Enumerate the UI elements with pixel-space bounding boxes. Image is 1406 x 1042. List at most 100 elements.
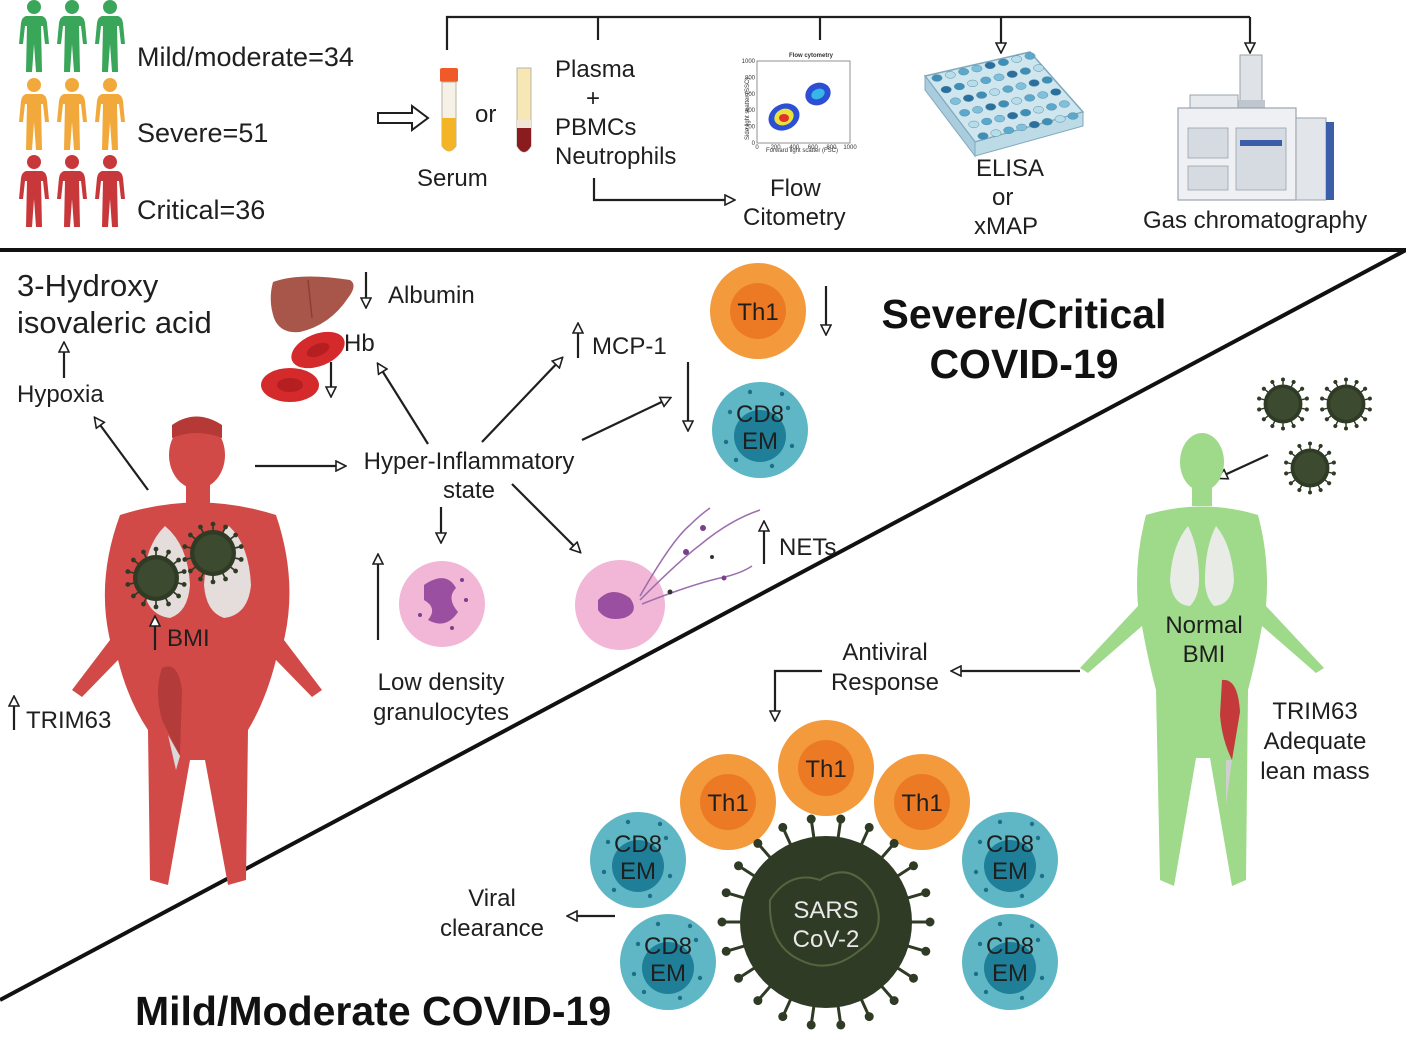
antiviral-label-line1: Antiviral bbox=[842, 639, 927, 666]
severe-title-line2: COVID-19 bbox=[929, 341, 1118, 387]
virus-cluster-icon bbox=[1257, 377, 1372, 495]
cohort-severe-icons bbox=[19, 78, 125, 150]
albumin-label: Albumin bbox=[388, 282, 475, 309]
cd8-em-cell-mild-1: CD8 EM bbox=[590, 812, 686, 908]
hydroxy-label-line1: 3-Hydroxy bbox=[17, 268, 159, 303]
cells-to-flow-arrow bbox=[592, 178, 734, 200]
normal-body-figure bbox=[1080, 433, 1324, 886]
low-density-granulocyte-icon bbox=[399, 561, 485, 647]
hyperinflammatory-label-line1: Hyper-Inflammatory bbox=[364, 448, 575, 475]
cd8-mild-label-3: CD8 bbox=[986, 831, 1034, 858]
pbmcs-label: PBMCs bbox=[555, 114, 636, 141]
flow-plot-ytick: 800 bbox=[745, 75, 756, 81]
body-to-hypoxia-arrow bbox=[95, 418, 149, 491]
virus-in-left-lung-icon bbox=[125, 546, 187, 610]
cd8-mild-label-4: CD8 bbox=[986, 933, 1034, 960]
flow-plot-ytick: 0 bbox=[752, 141, 756, 147]
hypoxia-label: Hypoxia bbox=[17, 381, 104, 408]
cd8-mild-label-2: CD8 bbox=[644, 933, 692, 960]
serum-label: Serum bbox=[417, 165, 488, 192]
severe-title-line1: Severe/Critical bbox=[882, 291, 1167, 337]
plasma-label: Plasma bbox=[555, 56, 636, 83]
virus-to-normal-body-arrow bbox=[1218, 454, 1269, 478]
trim63-label: TRIM63 bbox=[26, 707, 111, 734]
distribution-lines bbox=[445, 15, 1250, 52]
trim-label-line3: lean mass bbox=[1260, 758, 1369, 785]
flow-plot-ytick: 400 bbox=[745, 108, 756, 114]
ldg-label-line1: Low density bbox=[378, 669, 505, 696]
hyper-to-tcells-arrow bbox=[581, 398, 670, 441]
trim-label-line2: Adequate bbox=[1264, 728, 1367, 755]
em-mild-label-3: EM bbox=[992, 858, 1028, 885]
hyperinflammatory-label-line2: state bbox=[443, 477, 495, 504]
em-severe-label: EM bbox=[742, 428, 778, 455]
flow-plot-xlabel: Forward light scatter (FSC) bbox=[766, 148, 838, 154]
flow-plot-ytick: 200 bbox=[745, 125, 756, 131]
sars-cov-2-virus-icon: SARS CoV-2 bbox=[717, 814, 935, 1030]
cd8-mild-label-1: CD8 bbox=[614, 831, 662, 858]
hb-label: Hb bbox=[344, 330, 375, 357]
elisa-label-line1: ELISA bbox=[976, 155, 1044, 182]
em-mild-label-2: EM bbox=[650, 960, 686, 987]
flow-plot-xtick: 400 bbox=[789, 145, 800, 151]
hyper-to-hb-arrow bbox=[378, 364, 429, 445]
th1-mild-label-left: Th1 bbox=[707, 790, 748, 817]
elisa-label-line3: xMAP bbox=[974, 213, 1038, 240]
mcp1-label: MCP-1 bbox=[592, 333, 667, 360]
sars-label-line1: SARS bbox=[793, 897, 858, 924]
cohort-critical-icons bbox=[19, 155, 125, 227]
mild-title: Mild/Moderate COVID-19 bbox=[135, 988, 611, 1034]
plus-label: + bbox=[586, 85, 600, 112]
bmi-label: BMI bbox=[167, 625, 210, 652]
flow-plot-ytick: 1000 bbox=[742, 59, 756, 65]
flow-label-line1: Flow bbox=[770, 175, 821, 202]
flow-cytometry-plot: Flow cytometry Forward light scatter (FS… bbox=[742, 53, 858, 154]
flow-plot-xtick: 200 bbox=[771, 145, 782, 151]
liver-icon bbox=[270, 276, 354, 333]
th1-cell-mild-left: Th1 bbox=[680, 754, 776, 850]
th1-cell-severe: Th1 bbox=[710, 263, 806, 359]
ldg-label-line2: granulocytes bbox=[373, 699, 509, 726]
flow-plot-title: Flow cytometry bbox=[789, 53, 834, 59]
cohort-to-samples-arrow bbox=[377, 104, 430, 132]
serum-tube-icon bbox=[440, 68, 458, 152]
th1-cell-mild-center: Th1 bbox=[778, 720, 874, 816]
flow-plot-xtick: 600 bbox=[808, 145, 819, 151]
cd8-em-cell-mild-4: CD8 EM bbox=[962, 914, 1058, 1010]
sars-label-line2: CoV-2 bbox=[793, 926, 860, 953]
nets-label: NETs bbox=[779, 534, 836, 561]
normal-bmi-label-line1: Normal bbox=[1165, 612, 1242, 639]
flow-plot-ylabel: Side light scatter (SSC) bbox=[745, 78, 751, 140]
flow-plot-yticks: 0 200 400 600 800 1000 bbox=[742, 59, 756, 147]
normal-bmi-label-line2: BMI bbox=[1183, 641, 1226, 668]
th1-severe-label: Th1 bbox=[737, 299, 778, 326]
elisa-label-line2: or bbox=[992, 184, 1013, 211]
cohort-mild-label: Mild/moderate=34 bbox=[137, 42, 354, 72]
flow-plot-xtick: 0 bbox=[755, 145, 759, 151]
flow-plot-ytick: 600 bbox=[745, 92, 756, 98]
cohort-severe-label: Severe=51 bbox=[137, 118, 268, 148]
hyper-to-nets-arrow bbox=[511, 483, 580, 552]
plasma-tube-icon bbox=[516, 67, 532, 153]
cd8-em-cell-mild-3: CD8 EM bbox=[962, 812, 1058, 908]
or-label: or bbox=[475, 101, 496, 128]
hyper-to-mcp1-arrow bbox=[481, 358, 562, 443]
cd8-severe-label: CD8 bbox=[736, 401, 784, 428]
th1-mild-label-right: Th1 bbox=[901, 790, 942, 817]
nets-neutrophil-icon bbox=[575, 507, 761, 650]
cohort-critical-label: Critical=36 bbox=[137, 195, 265, 225]
viral-clearance-label-line2: clearance bbox=[440, 915, 544, 942]
trim-label-line1: TRIM63 bbox=[1272, 698, 1357, 725]
cohort-mild-icons bbox=[19, 0, 125, 72]
virus-in-right-lung-icon bbox=[182, 521, 244, 585]
hydroxy-label-line2: isovaleric acid bbox=[17, 305, 212, 340]
flow-plot-xtick: 1000 bbox=[843, 145, 857, 151]
cd8-em-cell-severe: CD8 EM bbox=[712, 382, 808, 478]
red-blood-cells-icon bbox=[261, 331, 345, 402]
flow-label-line2: Citometry bbox=[743, 204, 846, 231]
gas-chromatograph-icon bbox=[1177, 54, 1334, 201]
neutrophils-label: Neutrophils bbox=[555, 143, 676, 170]
antiviral-label-line2: Response bbox=[831, 669, 939, 696]
em-mild-label-1: EM bbox=[620, 858, 656, 885]
